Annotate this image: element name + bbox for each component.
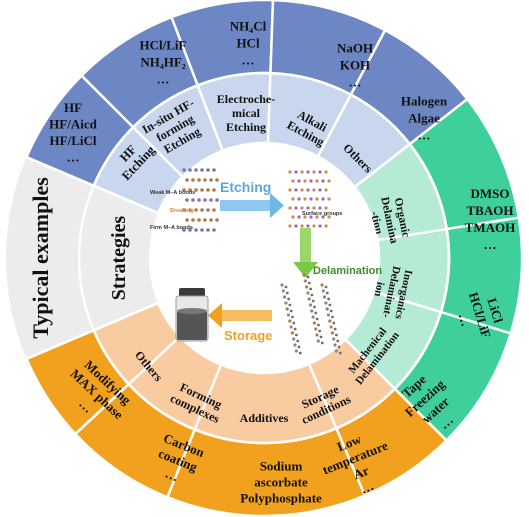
etching-arrow (220, 193, 284, 218)
examples-label-electro-line: NH₄Cl (230, 19, 267, 34)
examples-label-mechanical: TapeFreezingwater… (399, 371, 456, 431)
examples-label-organic-line: DMSO (471, 186, 510, 201)
breaking-label: Breaking (170, 208, 194, 214)
examples-label-hf-line: HF/Aicd (49, 116, 97, 131)
examples-label-organic-line: TBAOH (467, 203, 514, 218)
mxene-layers-icon (288, 170, 331, 228)
strategy-label-additives-line: Additives (240, 411, 289, 425)
examples-label-alkali: NaOH KOH … (337, 41, 373, 90)
examples-label-organic-line: TMAOH (465, 220, 516, 235)
examples-label-hf-line: … (67, 149, 80, 164)
nanosheets-icon (280, 273, 342, 355)
examples-label-storage_cond-line: Ar (351, 463, 371, 483)
examples-label-inorganic-line: LiCl (484, 296, 506, 325)
examples-label-insitu-line: HCl/LiF (140, 38, 187, 53)
wheel-sectors (6, 0, 524, 517)
strategies-label: Strategies (108, 216, 130, 301)
max-phase-lattice-icon (182, 168, 219, 232)
strategy-label-electro-line: Etching (226, 120, 266, 134)
surface-groups-label: Surface groups (302, 211, 342, 217)
examples-label-organic: DMSO TBAOH TMAOH … (465, 186, 516, 252)
typical-examples-label: Typical examples (28, 177, 53, 339)
examples-label-hf-line: HF (64, 100, 82, 115)
examples-label-hf: HFHF/AicdHF/LiCl… (49, 100, 97, 165)
examples-label-inorganic: LiClHCl/LiF… (456, 290, 507, 339)
strategies-band (79, 185, 159, 331)
examples-label-electro: NH₄ClHCl … (230, 19, 267, 68)
storage-step-label: Storage (224, 328, 272, 343)
delamination-step-label: Delamination (313, 265, 382, 277)
examples-label-others_etch: HalogenAlgae … (401, 94, 448, 143)
examples-label-electro-line: … (242, 53, 255, 68)
weak-bonds-label: Weak M–A bonds (150, 190, 195, 196)
examples-label-inorganic-line: … (456, 311, 474, 328)
strategy-label-electro-line: Electroche- (217, 92, 275, 106)
examples-label-alkali-line: … (349, 75, 362, 90)
strategy-label-additives: Additives (240, 411, 289, 425)
examples-label-organic-line: … (484, 237, 497, 252)
examples-label-others_etch-line: … (418, 128, 431, 143)
typical-examples-band (6, 157, 94, 359)
examples-label-electro-line: HCl (236, 36, 260, 51)
storage-vial-icon (175, 288, 209, 342)
examples-label-insitu-line: … (157, 72, 170, 87)
examples-label-insitu-line: NH₄HF₂ (140, 55, 185, 70)
examples-label-complexes-line: … (163, 465, 181, 484)
delamination-arrow (293, 228, 318, 278)
firm-bonds-label: Firm M–A bonds (150, 225, 193, 231)
strategy-label-electro-line: mical (232, 106, 261, 120)
examples-label-alkali-line: NaOH (337, 41, 373, 56)
storage-arrow (208, 303, 272, 328)
examples-label-additives-line: Polyphosphate (240, 491, 322, 506)
examples-label-alkali-line: KOH (340, 58, 370, 73)
examples-label-storage_cond-line: … (358, 478, 376, 497)
etching-step-label: Etching (220, 179, 271, 195)
examples-label-others_etch-line: Algae (408, 111, 440, 126)
examples-label-others_etch-line: Halogen (401, 94, 448, 109)
examples-label-hf-line: HF/LiCl (50, 133, 97, 148)
examples-label-insitu: HCl/LiF NH₄HF₂ … (140, 38, 187, 87)
central-hub: Weak M–A bonds Breaking Firm M–A bonds E… (149, 143, 382, 373)
examples-label-additives-line: ascorbate (254, 475, 308, 490)
examples-label-additives-line: Sodium (260, 459, 303, 474)
